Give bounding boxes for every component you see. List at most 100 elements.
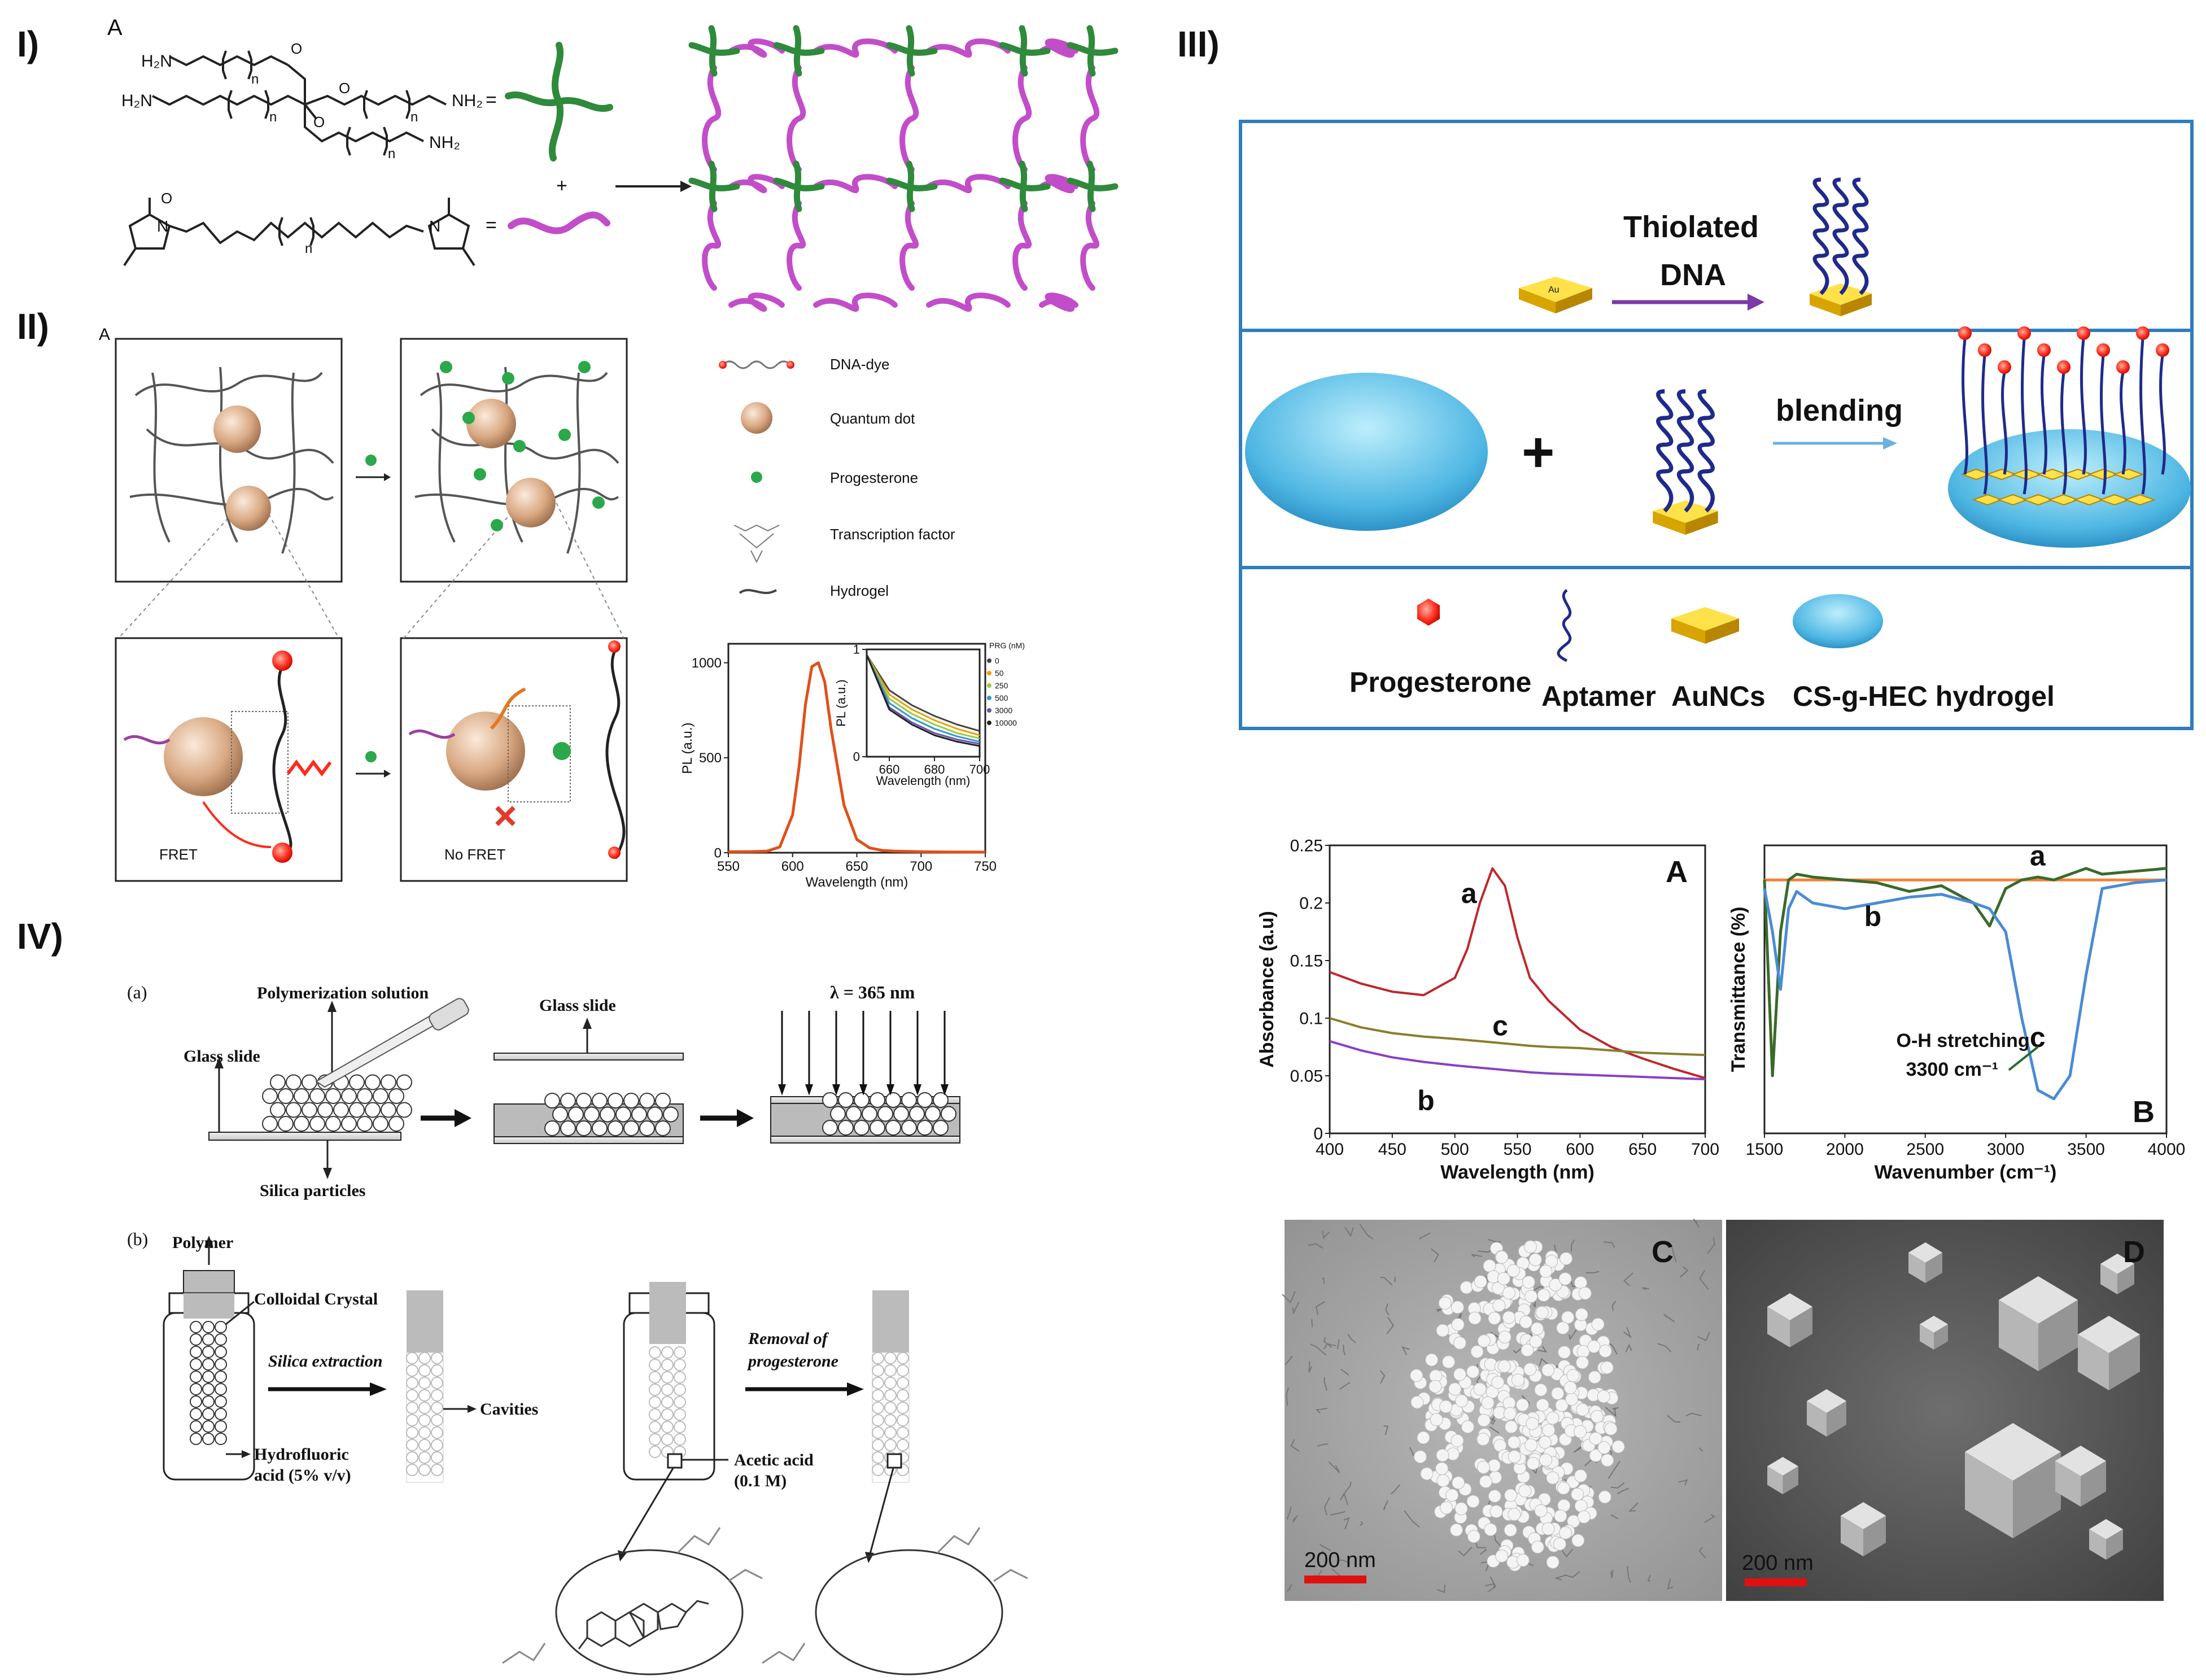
cavity-hole [674, 1371, 686, 1384]
sem-crack [1380, 1276, 1393, 1286]
sem-crack [1409, 1447, 1414, 1456]
sem-crack [1570, 1239, 1575, 1251]
panel-4: IV) (a) (b) Polymerization solution Glas… [17, 916, 1028, 1675]
cavity-hole [661, 1421, 674, 1433]
sensor-hydrogel-assembly [1948, 326, 2191, 548]
sem-crack [1391, 1484, 1400, 1495]
sem-sphere [1477, 1413, 1491, 1427]
sem-crystal-left [2078, 1334, 2109, 1390]
sem-sphere [1597, 1441, 1611, 1455]
au-right [1685, 511, 1718, 535]
pipette-icon [315, 998, 469, 1088]
cavity-hole [418, 1426, 431, 1439]
cavity-hole [897, 1389, 909, 1402]
silica-sphere [341, 1116, 357, 1132]
sem-sphere [1488, 1489, 1501, 1503]
sem-crack [1316, 1301, 1325, 1315]
panel-1-sub-label: A [107, 15, 123, 40]
sem-crack [1680, 1266, 1689, 1278]
sem-sphere [1529, 1335, 1543, 1348]
inset-legend-marker [987, 658, 991, 663]
sem-sphere [1539, 1264, 1553, 1278]
abs-chart-ytick-label: 0.1 [1299, 1010, 1323, 1028]
silica-sphere [309, 1088, 325, 1104]
cavity-hole [649, 1396, 661, 1408]
sem-sphere [1561, 1311, 1575, 1324]
column-sphere [190, 1395, 202, 1408]
silica-sphere [357, 1116, 373, 1132]
ftir-series-b-label: b [1864, 901, 1882, 932]
sensor-progesterone [1958, 326, 1972, 340]
sem-crack [1488, 1238, 1501, 1243]
column-sphere [202, 1420, 215, 1433]
inset-chart-ylabel: PL (a.u.) [834, 679, 848, 727]
step-arrow-1 [421, 1109, 471, 1127]
cavity-hole [418, 1451, 431, 1464]
sem-crack [1642, 1287, 1649, 1290]
sem-sphere [1546, 1471, 1560, 1485]
pl-chart-ylabel: PL (a.u.) [680, 722, 695, 774]
pl-chart-xtick-label: 750 [974, 859, 997, 874]
sem-sphere [1575, 1308, 1588, 1321]
sem-crack [1531, 1286, 1544, 1292]
cavity-hole [884, 1364, 897, 1377]
sem-sphere [1505, 1420, 1518, 1434]
legend-hydrogel-text: CS-g-HEC hydrogel [1793, 680, 2055, 712]
sem-sphere [1522, 1276, 1535, 1289]
sem-sphere [1516, 1554, 1530, 1567]
sem-sphere [1438, 1297, 1452, 1310]
sem-crystal-left [1908, 1253, 1925, 1283]
sem-crack [1610, 1482, 1625, 1489]
pl-chart-xtick-label: 600 [781, 859, 804, 874]
sem-c-scale-bar [1304, 1576, 1366, 1583]
sem-sphere [1507, 1435, 1521, 1449]
sem-sphere [1436, 1448, 1449, 1462]
aptamer-strand [1852, 177, 1869, 295]
sem-crack [1607, 1460, 1620, 1479]
column-sphere [202, 1333, 215, 1346]
sem-crack [1339, 1382, 1351, 1390]
sem-crack [1383, 1425, 1389, 1435]
column-sphere [215, 1408, 227, 1420]
network-node [793, 25, 802, 77]
chem-n-atom-1: N [157, 217, 168, 235]
silica-sphere [302, 1074, 317, 1090]
sem-crack [1379, 1370, 1386, 1384]
chem-nh2-2: NH₂ [429, 133, 460, 152]
silica-sphere [838, 1092, 854, 1108]
sem-sphere [1479, 1475, 1492, 1489]
sensor-progesterone [2156, 343, 2169, 357]
silica-sphere [349, 1074, 365, 1090]
abs-chart-xtick-label: 450 [1378, 1140, 1406, 1159]
cavity-hole [406, 1377, 418, 1389]
cavity-hole [431, 1364, 443, 1377]
sem-sphere [1477, 1433, 1490, 1446]
column-sphere [215, 1333, 227, 1346]
sensor-progesterone [2116, 360, 2130, 374]
sem-sphere [1495, 1250, 1509, 1264]
network-node [708, 160, 718, 212]
sem-d-letter: D [2123, 1235, 2145, 1269]
inset-legend-label: 50 [995, 669, 1004, 678]
sem-sphere [1534, 1383, 1548, 1397]
sem-sphere [1556, 1321, 1570, 1335]
sem-crack [1610, 1569, 1614, 1578]
sem-sphere [1497, 1272, 1510, 1285]
sem-crack [1343, 1345, 1346, 1356]
sem-sphere [1591, 1410, 1604, 1423]
silica-extraction-label: Silica extraction [268, 1352, 383, 1371]
network-linker-v [899, 200, 919, 291]
silica-sphere [388, 1116, 404, 1132]
inset-series-250 [866, 654, 980, 740]
silica-sphere [608, 1093, 623, 1109]
ftir-chart-xtick-label: 2000 [1826, 1140, 1864, 1159]
sem-sphere [1558, 1346, 1571, 1359]
sem-crystal-right [2117, 1264, 2134, 1294]
sem-crack [1693, 1219, 1700, 1228]
abs-chart-ytick-label: 0.2 [1299, 894, 1323, 913]
sem-sphere [1460, 1281, 1473, 1294]
silica-sphere [278, 1088, 294, 1104]
sem-sphere [1425, 1353, 1439, 1367]
